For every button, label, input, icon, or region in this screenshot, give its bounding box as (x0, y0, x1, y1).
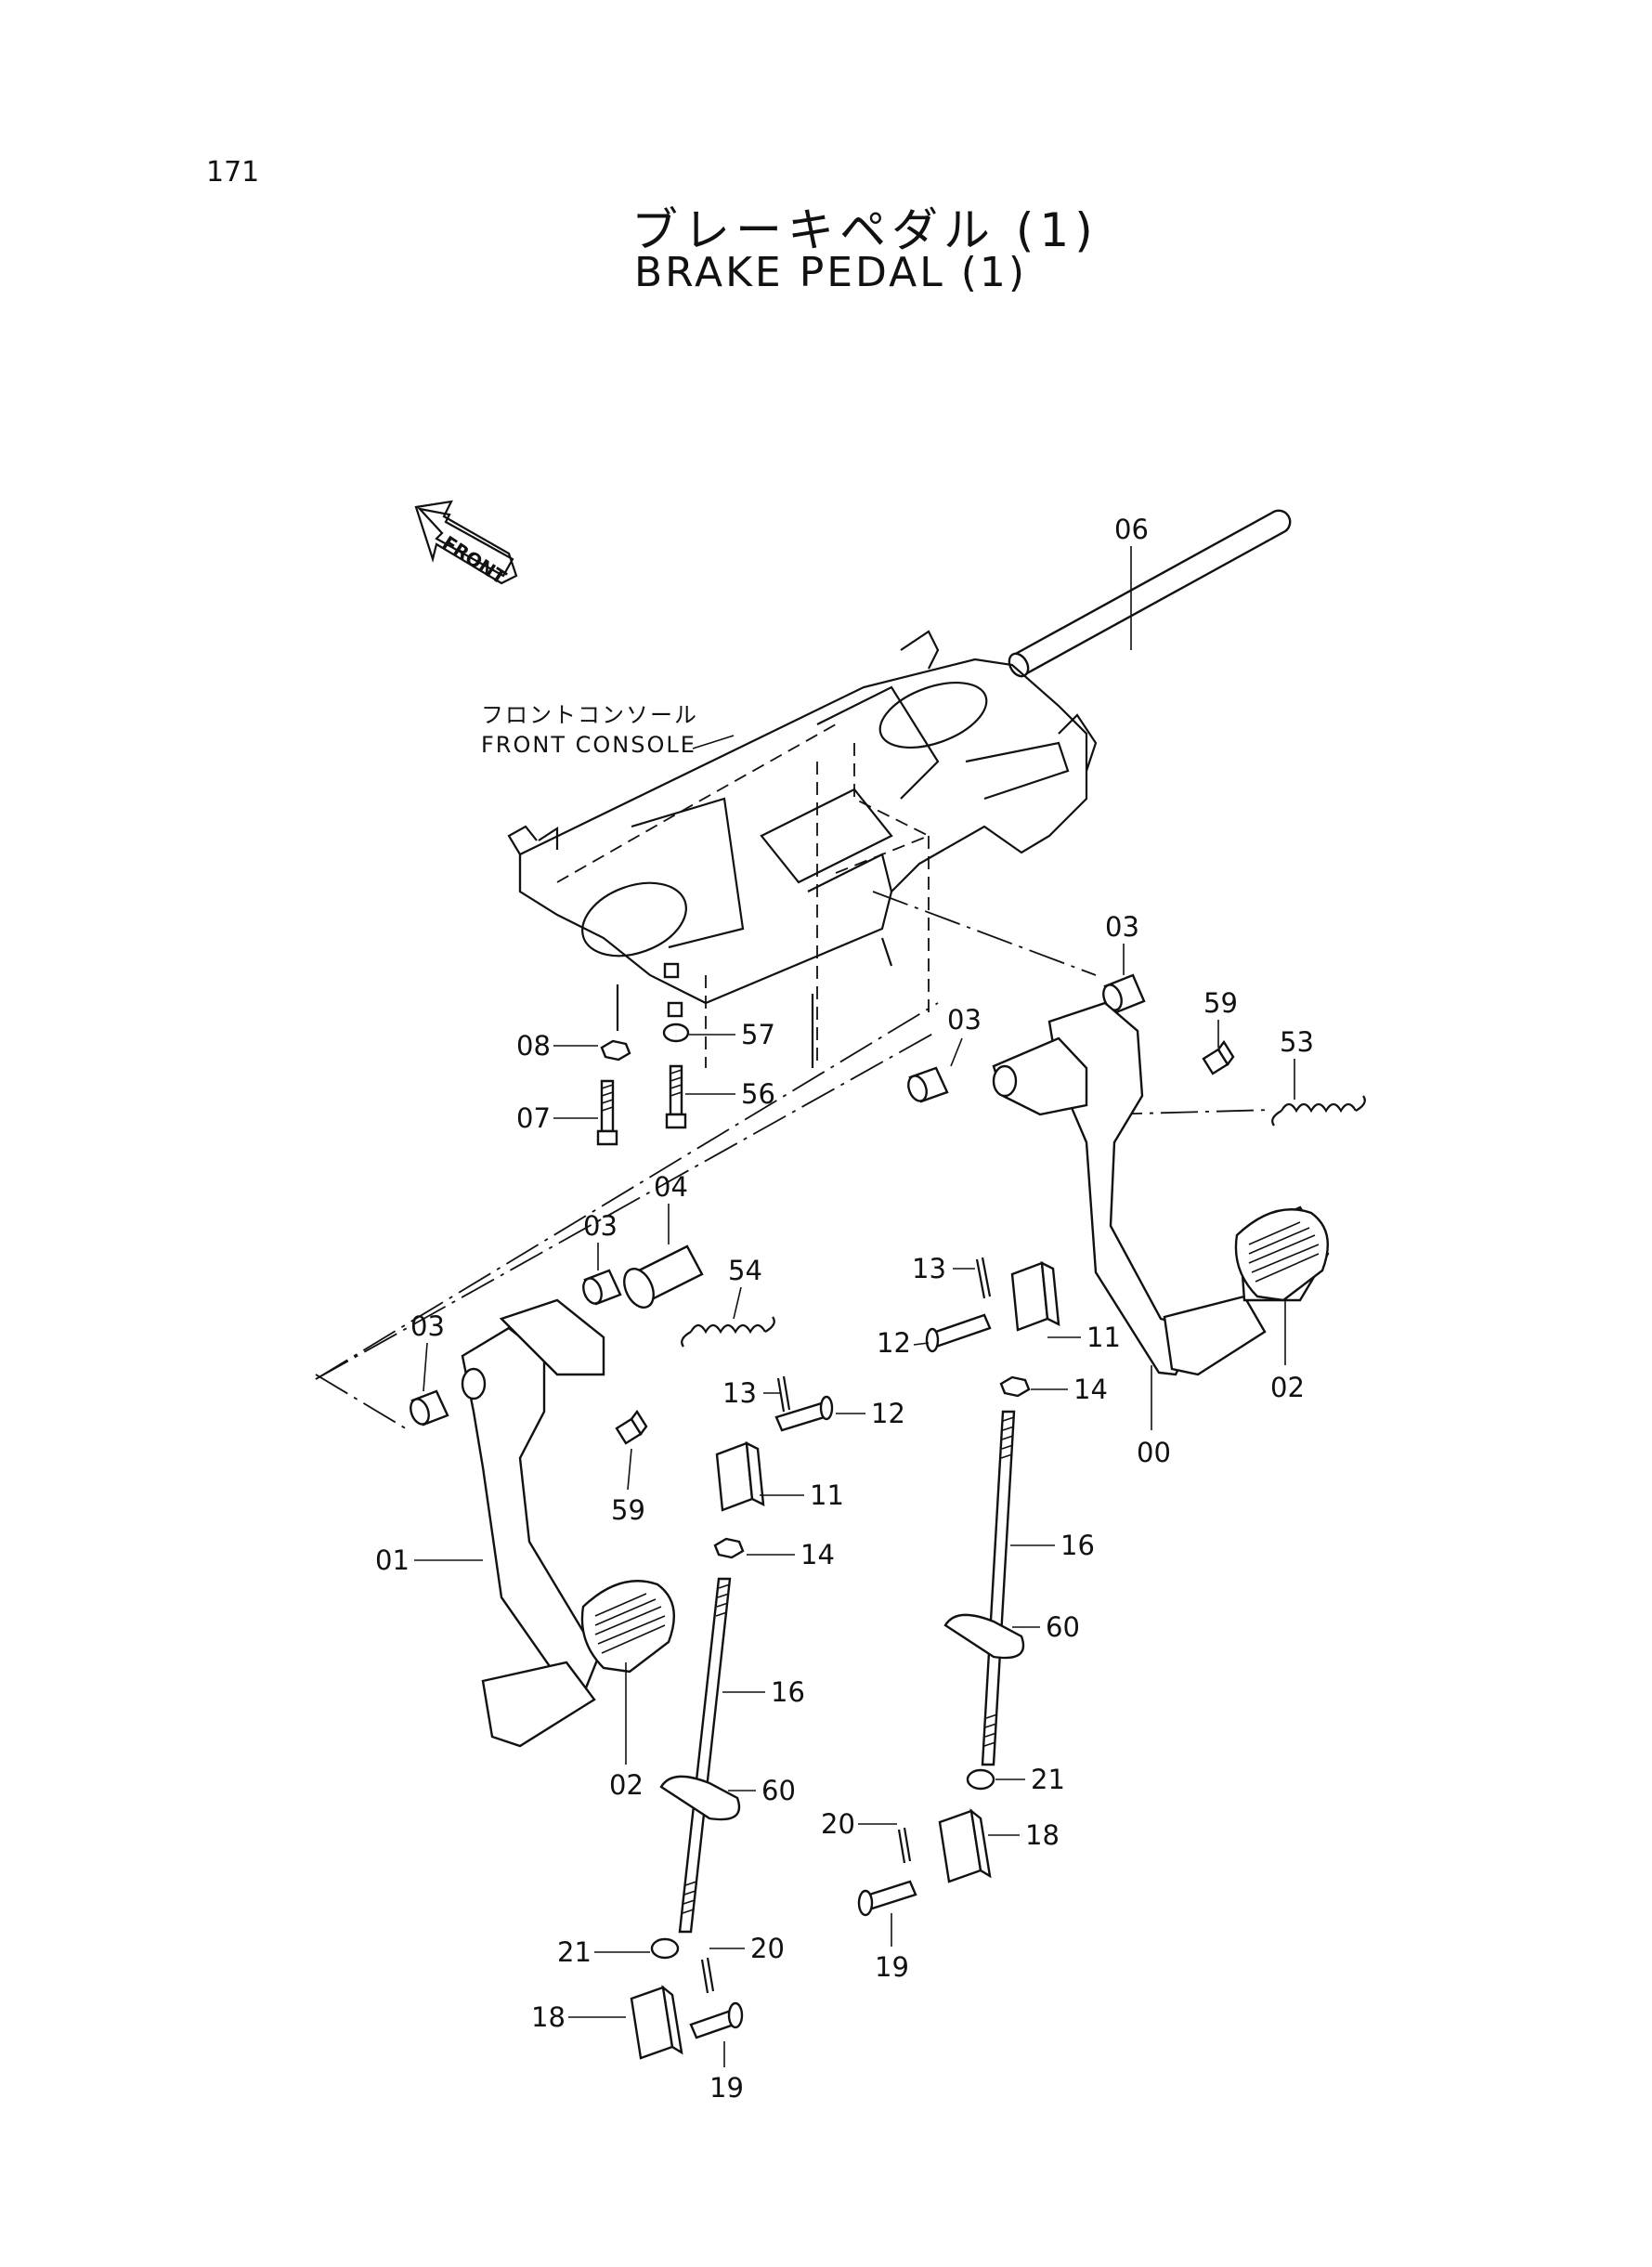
callout: 16 (1060, 1530, 1095, 1561)
split-pin-13-left (776, 1375, 791, 1413)
callout: 02 (609, 1769, 644, 1801)
chain-line-b (315, 1374, 410, 1431)
callout: 53 (1280, 1026, 1314, 1058)
clevis-11-right (1010, 1260, 1060, 1332)
callout: 11 (810, 1479, 844, 1511)
clevis-11-left (715, 1440, 765, 1512)
callout: 13 (912, 1253, 946, 1284)
callout: 57 (741, 1019, 775, 1050)
callout: 59 (1203, 987, 1238, 1019)
boot-60-right (943, 1613, 1025, 1660)
chain-line-a (315, 1002, 939, 1380)
bushing-03-far-left (410, 1389, 449, 1427)
callout: 07 (516, 1102, 551, 1134)
callout: 19 (875, 1951, 909, 1983)
leader-lines (414, 546, 1295, 2067)
chain-line-03-upper (872, 891, 1097, 976)
callout: 20 (821, 1808, 855, 1840)
callout: 04 (654, 1171, 688, 1203)
pedal-pad-02-left (580, 1580, 675, 1674)
pin-12-right (925, 1313, 992, 1353)
callout: 13 (722, 1377, 757, 1409)
callout: 18 (531, 2001, 566, 2033)
grease-fitting-59-left (615, 1409, 648, 1445)
front-arrow: FRONT (414, 500, 518, 589)
nut-08 (600, 1039, 631, 1062)
split-pin-20-right (897, 1827, 912, 1864)
callout: 03 (410, 1310, 445, 1342)
callout: 21 (1031, 1764, 1065, 1795)
pin-19-left (689, 2001, 744, 2039)
callout: 12 (877, 1327, 911, 1359)
nut-21-left (650, 1937, 680, 1960)
sleeve-04 (623, 1244, 704, 1309)
spring-53 (1271, 1095, 1366, 1127)
rod-16-right (981, 1410, 1016, 1766)
callout: 08 (516, 1030, 551, 1062)
callout: 11 (1086, 1322, 1121, 1353)
callout: 00 (1137, 1437, 1171, 1468)
pin-19-right (857, 1880, 917, 1917)
spring-54 (681, 1316, 775, 1348)
nut-14-right (999, 1375, 1031, 1398)
callout: 12 (871, 1398, 905, 1429)
nut-21-right (966, 1768, 995, 1791)
callout: 06 (1114, 514, 1149, 545)
callout: 56 (741, 1078, 775, 1110)
grease-fitting-59-right (1202, 1039, 1235, 1075)
pedal-01 (461, 1298, 605, 1748)
split-pin-13-right (975, 1257, 992, 1299)
callout: 14 (1073, 1374, 1108, 1405)
callout: 14 (800, 1539, 835, 1570)
callout: 16 (771, 1676, 805, 1708)
page-number: 171 (206, 156, 260, 189)
split-pin-20-left (700, 1957, 715, 1994)
callout: 20 (750, 1933, 785, 1964)
front-console-frame (507, 630, 1098, 1068)
bushing-03-upper (1102, 973, 1146, 1014)
washer-57 (662, 1023, 690, 1043)
callout: 03 (1105, 911, 1139, 943)
chain-line-spring (1104, 1109, 1273, 1115)
title-english: BRAKE PEDAL (1) (634, 249, 1028, 296)
callout: 03 (583, 1210, 618, 1242)
console-leader (692, 735, 735, 749)
pin-12-left (774, 1395, 834, 1432)
bolt-56 (665, 1064, 687, 1129)
callout: 02 (1270, 1372, 1305, 1403)
callout: 59 (611, 1494, 645, 1526)
clevis-18-left (630, 1985, 683, 2060)
console-label-jp: フロントコンソール (481, 702, 698, 728)
callout: 03 (947, 1004, 982, 1036)
title-japanese: ブレーキペダル (1) (631, 203, 1099, 257)
callout: 21 (557, 1936, 592, 1968)
chain-line-right-pedal (315, 1030, 939, 1380)
clevis-18-right (938, 1808, 992, 1883)
callout: 54 (728, 1255, 762, 1286)
rod-16-left (678, 1577, 732, 1934)
callout-labels: 06 03 59 53 08 57 07 56 03 04 03 54 03 1… (375, 514, 1314, 2104)
bushing-03-left (582, 1269, 622, 1306)
callout: 01 (375, 1544, 410, 1576)
pedal-pad-02-right (1234, 1208, 1329, 1302)
callout: 60 (1046, 1611, 1080, 1643)
console-label-en: FRONT CONSOLE (481, 732, 696, 758)
callout: 19 (709, 2072, 744, 2104)
front-arrow-label: FRONT (438, 531, 510, 589)
nut-14-left (713, 1537, 745, 1559)
callout: 60 (761, 1775, 796, 1806)
bushing-03-mid (907, 1066, 949, 1103)
bolt-07 (596, 1079, 618, 1146)
boot-60-left (659, 1775, 741, 1821)
callout: 18 (1025, 1819, 1060, 1851)
